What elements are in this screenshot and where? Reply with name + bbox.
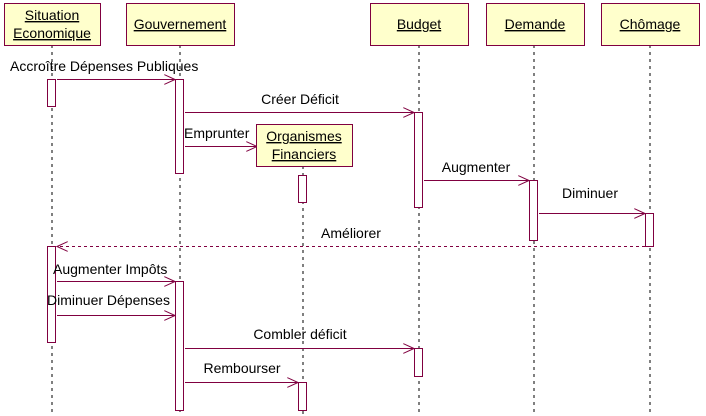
message-label: Diminuer Dépenses [47, 292, 170, 308]
participant-box [256, 124, 353, 167]
message-m2[interactable]: Créer Déficit [185, 91, 414, 113]
message-label: Augmenter [442, 159, 511, 175]
participant-box [4, 3, 101, 46]
activation-bar-bud [414, 112, 423, 208]
participant-label: Chômage [620, 16, 681, 32]
message-label: Emprunter [184, 125, 250, 141]
message-m8[interactable]: Diminuer Dépenses [47, 292, 175, 316]
activation-bar-dem [529, 180, 538, 241]
activation-bar-eco [47, 79, 56, 107]
activation-bar-gov [175, 281, 184, 411]
activation-bar-org [298, 382, 307, 411]
message-label: Combler déficit [253, 326, 346, 342]
participant-cho[interactable]: Chômage [601, 3, 700, 46]
activation-bar-gov [175, 79, 184, 174]
participant-dem[interactable]: Demande [486, 3, 585, 46]
participant-label: Organismes [266, 128, 341, 144]
participant-label: Budget [397, 16, 441, 32]
message-m10[interactable]: Rembourser [185, 360, 298, 383]
message-m1[interactable]: Accroître Dépenses Publiques [10, 58, 198, 80]
participant-label: Demande [505, 16, 566, 32]
participant-box [370, 3, 469, 46]
message-m6[interactable]: Améliorer [57, 225, 645, 247]
participant-box [126, 3, 235, 46]
message-m4[interactable]: Augmenter [424, 159, 529, 181]
message-label: Créer Déficit [261, 91, 339, 107]
activation-bar-org [298, 175, 307, 203]
participant-box [486, 3, 585, 46]
message-label: Rembourser [203, 360, 280, 376]
participant-label: Financiers [272, 146, 337, 162]
participant-box [601, 3, 700, 46]
participant-label: Economique [13, 25, 91, 41]
message-label: Augmenter Impôts [53, 261, 167, 277]
message-label: Diminuer [562, 185, 618, 201]
message-m7[interactable]: Augmenter Impôts [53, 261, 175, 282]
participant-bud[interactable]: Budget [370, 3, 469, 46]
participant-gov[interactable]: Gouvernement [126, 3, 235, 46]
message-m3[interactable]: Emprunter [184, 125, 257, 147]
message-m9[interactable]: Combler déficit [185, 326, 414, 349]
activation-bar-bud [414, 348, 423, 377]
message-label: Améliorer [321, 225, 381, 241]
message-m5[interactable]: Diminuer [539, 185, 645, 214]
participant-label: Situation [25, 7, 79, 23]
activation-bar-eco [47, 246, 56, 343]
activation-bar-cho [645, 213, 654, 247]
participant-label: Gouvernement [134, 16, 227, 32]
message-label: Accroître Dépenses Publiques [10, 58, 198, 74]
